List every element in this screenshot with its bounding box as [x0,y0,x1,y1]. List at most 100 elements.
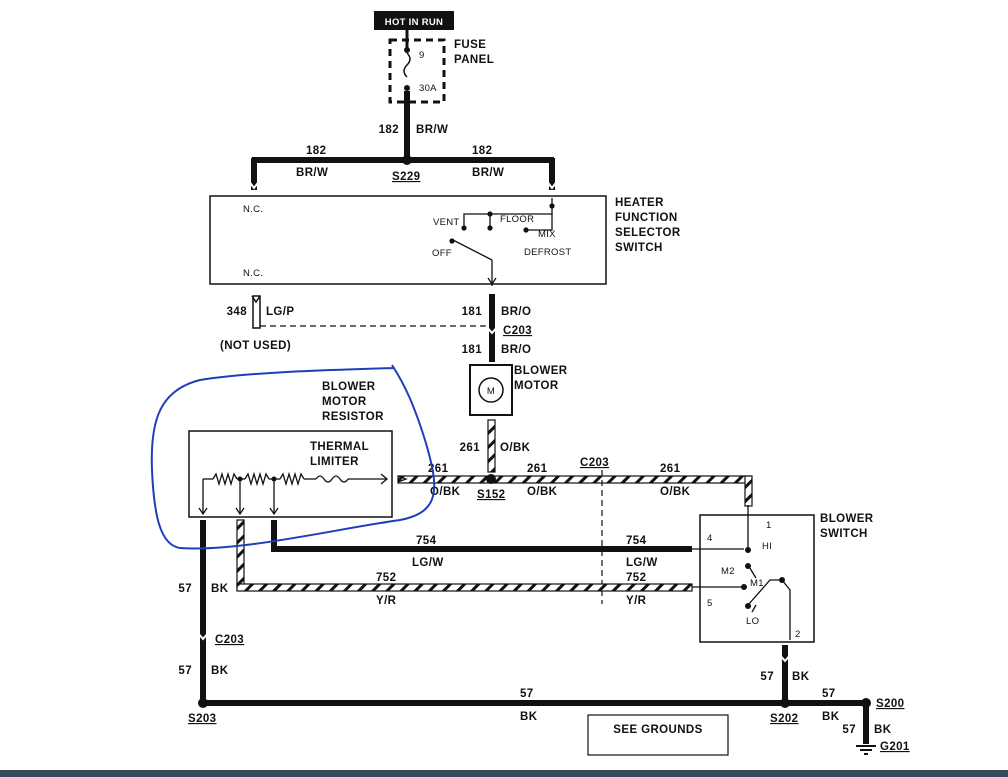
motor-icon [478,377,504,403]
splice-s200 [861,698,871,708]
thermal-limiter-label-1: THERMAL [310,441,369,453]
ground-bus: 57 BK 57 BK 57 BK 57 BK S203 S202 S200 G… [188,645,910,755]
splice-s229 [402,155,412,165]
vent-label: VENT [433,217,460,228]
wire-57-left: 57 BK C203 57 BK [178,520,244,705]
wire-754-number-right: 754 [626,535,647,547]
wire-57-left-number-top: 57 [178,583,192,595]
wire-182-color: BR/W [416,124,448,136]
wire-261-number-motor: 261 [460,442,481,454]
wire-57-left-color-bottom: BK [211,665,229,677]
blower-switch-label-2: SWITCH [820,528,868,540]
wire-261-run: 261 O/BK 261 O/BK 261 O/BK S152 C203 [397,457,753,507]
wire-752-number-left: 752 [376,572,396,584]
fuse-symbol-icon [403,52,411,78]
splice-s203 [198,698,208,708]
wire-57-bus-color: BK [520,711,538,723]
wire-57-left-number-bottom: 57 [178,665,192,677]
wire-57-right-number: 57 [760,671,774,683]
wire-57-bus-number: 57 [520,688,534,700]
wire-182-right-color: BR/W [472,167,504,179]
bottom-bar [0,770,1008,777]
blower-switch-label-1: BLOWER [820,513,874,525]
resistor-label-2: MOTOR [322,396,367,408]
splice-s152 [486,474,496,484]
wire-182-branches: 182 BR/W 182 BR/W S229 [247,145,559,190]
heater-label-2: FUNCTION [615,212,678,224]
wire-348-number: 348 [227,306,248,318]
wire-57-right-color: BK [792,671,810,683]
blower-motor-label-1: BLOWER [514,365,568,377]
wire-181-number-bottom: 181 [462,344,483,356]
wire-754-color-left: LG/W [412,557,444,569]
splice-s200-label: S200 [876,698,904,710]
blower-switch-m1: M1 [750,578,764,589]
hot-in-run-label: HOT IN RUN [385,17,443,28]
fuse-number: 9 [419,50,425,61]
wire-754-number-left: 754 [416,535,437,547]
wire-57-g201-number: 57 [842,724,856,736]
resistor-network-icon [198,471,389,516]
wire-182-left-number: 182 [306,145,326,157]
connector-c203-mid: C203 [580,457,609,469]
wire-752-color-left: Y/R [376,595,397,607]
annotation-circle [150,364,436,550]
heater-label-4: SWITCH [615,242,663,254]
fuse-panel: 9 30A FUSE PANEL [388,30,494,104]
blower-switch-pin-4: 4 [707,533,713,544]
blower-motor-label-2: MOTOR [514,380,559,392]
blower-motor: M BLOWER MOTOR [469,364,568,416]
wire-182-number: 182 [379,124,399,136]
wire-181: 181 BR/O C203 181 BR/O [462,294,532,362]
wire-752: 752 Y/R 752 Y/R [236,519,693,607]
wire-754: 754 LG/W 754 LG/W [271,520,692,569]
nc-bottom: N.C. [243,268,263,279]
wire-181-color-top: BR/O [501,306,531,318]
see-grounds-box: SEE GROUNDS [587,714,729,756]
splice-s152-label: S152 [477,489,505,501]
ground-icon [856,745,876,755]
heater-label-3: SELECTOR [615,227,681,239]
not-used-label: (NOT USED) [220,340,291,352]
wire-181-color-bottom: BR/O [501,344,531,356]
blower-switch: 1 2 4 5 HI M2 M1 LO BLOWER SWITCH [692,505,874,643]
fuse-rating: 30A [419,83,437,94]
off-label: OFF [432,248,452,259]
wire-57-s200-color: BK [822,711,840,723]
heater-function-selector-switch: N.C. N.C. VENT FLOOR MIX OFF DEFROST HEA… [209,195,681,286]
mix-label: MIX [538,229,556,240]
wire-754-color-right: LG/W [626,557,658,569]
wire-348: 348 LG/P (NOT USED) [220,295,487,352]
wire-261-color-left: O/BK [430,486,461,498]
wire-261-color-motor: O/BK [500,442,531,454]
blower-switch-hi: HI [762,541,772,552]
defrost-label: DEFROST [524,247,572,258]
hot-in-run-tag: HOT IN RUN [374,11,454,30]
wire-261-number-right: 261 [660,463,681,475]
wire-752-color-right: Y/R [626,595,647,607]
wire-182-main: 182 BR/W [379,91,448,160]
wire-57-g201-color: BK [874,724,892,736]
floor-label: FLOOR [500,214,534,225]
fuse-panel-label-2: PANEL [454,54,494,66]
wire-261-motor: 261 O/BK [460,419,531,473]
blower-switch-pin-5: 5 [707,598,713,609]
fuse-panel-label-1: FUSE [454,39,486,51]
blower-switch-m2: M2 [721,566,735,577]
wire-348-color: LG/P [266,306,294,318]
wire-182-right-number: 182 [472,145,492,157]
selector-contacts-icon [452,198,553,286]
splice-s202-label: S202 [770,713,798,725]
resistor-label-1: BLOWER [322,381,376,393]
blower-switch-contacts-icon [692,505,791,640]
resistor-label-3: RESISTOR [322,411,384,423]
wire-261-color-mid: O/BK [527,486,558,498]
heater-label-1: HEATER [615,197,664,209]
wire-261-number-mid: 261 [527,463,548,475]
wire-57-left-color-top: BK [211,583,229,595]
blower-switch-pin-2: 2 [795,629,801,640]
ground-g201-label: G201 [880,741,910,753]
blower-switch-lo: LO [746,616,759,627]
wire-181-number-top: 181 [462,306,483,318]
